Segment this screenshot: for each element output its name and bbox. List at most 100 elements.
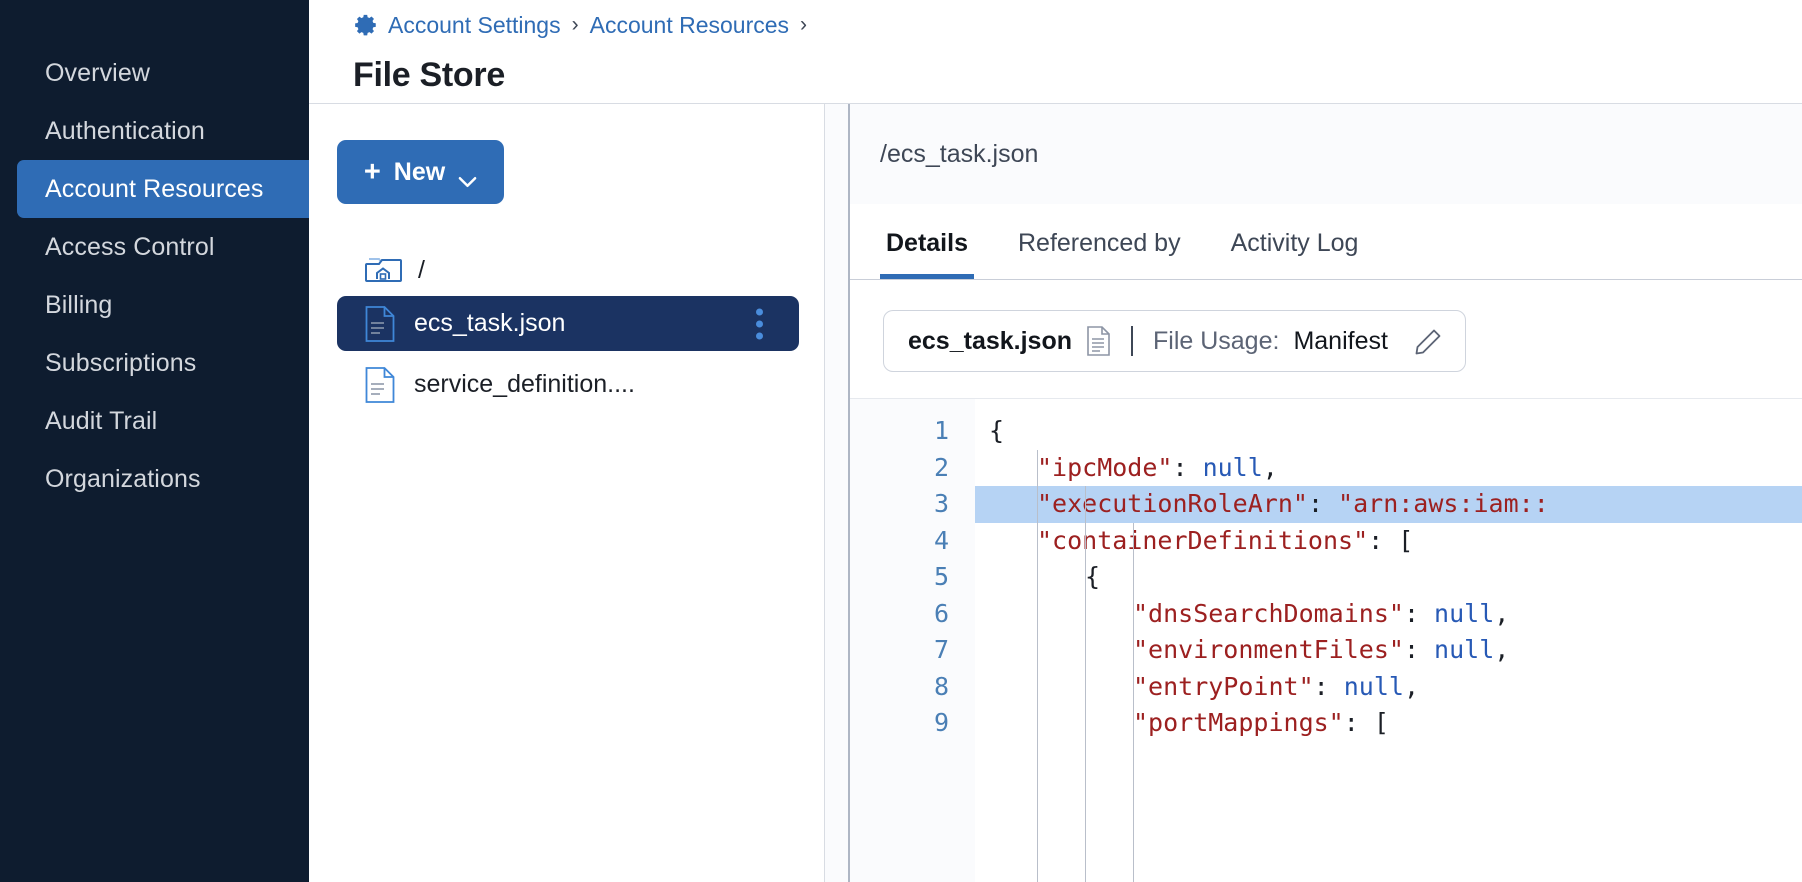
sidebar-item-account-resources[interactable]: Account Resources bbox=[17, 160, 309, 218]
code-line[interactable]: { bbox=[975, 559, 1802, 596]
document-icon bbox=[1086, 326, 1111, 356]
code-token: : bbox=[1172, 452, 1203, 482]
code-token: null bbox=[1434, 635, 1495, 664]
breadcrumb-link-0[interactable]: Account Settings bbox=[388, 11, 561, 38]
file-usage-wrap: ecs_task.json File Usage: Manifest bbox=[850, 280, 1802, 372]
tree-root-folder[interactable]: / bbox=[337, 250, 824, 290]
line-number: 8 bbox=[933, 671, 949, 701]
code-line[interactable]: { bbox=[975, 413, 1802, 450]
usage-divider bbox=[1131, 326, 1133, 356]
code-line[interactable]: "containerDefinitions": [ bbox=[975, 523, 1802, 560]
sidebar-item-authentication[interactable]: Authentication bbox=[0, 102, 309, 160]
file-json-icon bbox=[365, 305, 395, 342]
code-line[interactable]: "portMappings": [ bbox=[975, 705, 1802, 742]
code-line[interactable]: "entryPoint": null, bbox=[975, 669, 1802, 706]
code-token: : [ bbox=[1343, 708, 1389, 737]
code-token: "environmentFiles" bbox=[1133, 635, 1404, 664]
code-token: null bbox=[1202, 452, 1263, 482]
code-token: { bbox=[1085, 562, 1101, 591]
sidebar-item-label: Subscriptions bbox=[45, 348, 197, 377]
code-token: : bbox=[1403, 598, 1435, 628]
page-header: Account Settings › Account Resources › File… bbox=[309, 0, 1802, 104]
pencil-icon[interactable] bbox=[1414, 327, 1443, 356]
code-content[interactable]: {"ipcMode": null,"executionRoleArn": "ar… bbox=[975, 399, 1802, 882]
breadcrumb-link-1[interactable]: Account Resources bbox=[589, 11, 790, 38]
line-number: 7 bbox=[933, 635, 949, 664]
line-number: 2 bbox=[933, 452, 949, 482]
tab-activity-log[interactable]: Activity Log bbox=[1230, 229, 1359, 257]
code-token: "containerDefinitions" bbox=[1037, 525, 1369, 555]
gear-icon bbox=[353, 12, 379, 38]
file-row-list: ecs_task.json service_definition.... bbox=[337, 296, 824, 412]
sidebar-item-access-control[interactable]: Access Control bbox=[0, 218, 309, 276]
line-number: 9 bbox=[933, 708, 949, 737]
file-row[interactable]: service_definition.... bbox=[337, 357, 824, 412]
file-tree: / ecs_task.json service_definition.... bbox=[337, 250, 824, 412]
sidebar-item-label: Overview bbox=[45, 58, 150, 87]
tab-referenced-by[interactable]: Referenced by bbox=[1017, 229, 1181, 257]
code-token: : bbox=[1313, 671, 1344, 701]
code-token: "executionRoleArn" bbox=[1037, 489, 1308, 518]
code-token: : bbox=[1307, 489, 1339, 518]
code-token: { bbox=[989, 416, 1005, 445]
sidebar-item-subscriptions[interactable]: Subscriptions bbox=[0, 334, 309, 392]
code-token: , bbox=[1494, 635, 1510, 664]
sidebar-item-label: Account Resources bbox=[45, 174, 264, 203]
tree-root-label: / bbox=[418, 255, 425, 284]
sidebar-item-billing[interactable]: Billing bbox=[0, 276, 309, 334]
indent-guide bbox=[1085, 486, 1086, 882]
code-token: "ipcMode" bbox=[1037, 452, 1173, 482]
code-token: : [ bbox=[1368, 525, 1414, 555]
line-number: 1 bbox=[933, 416, 949, 445]
content-split: + New bbox=[309, 104, 1802, 882]
code-token: , bbox=[1403, 671, 1420, 701]
sidebar-item-label: Authentication bbox=[45, 116, 205, 145]
file-row[interactable]: ecs_task.json bbox=[337, 296, 799, 351]
sidebar-item-label: Access Control bbox=[45, 232, 215, 261]
code-line[interactable]: "environmentFiles": null, bbox=[975, 632, 1802, 669]
file-usage-chip: ecs_task.json File Usage: Manifest bbox=[883, 310, 1466, 372]
file-path-bar: /ecs_task.json bbox=[850, 104, 1802, 204]
new-button[interactable]: + New bbox=[337, 140, 504, 204]
main-region: Account Settings › Account Resources › File… bbox=[309, 0, 1802, 882]
code-token: "arn:aws:iam:: bbox=[1338, 489, 1549, 518]
code-token: "portMappings" bbox=[1133, 708, 1344, 737]
chevron-down-icon bbox=[458, 166, 477, 188]
code-line[interactable]: "executionRoleArn": "arn:aws:iam:: bbox=[975, 486, 1802, 523]
sidebar-item-overview[interactable]: Overview bbox=[0, 44, 309, 102]
kebab-menu-icon[interactable] bbox=[756, 308, 763, 339]
plus-icon: + bbox=[363, 155, 381, 188]
tab-details[interactable]: Details bbox=[880, 229, 974, 279]
code-line[interactable]: "ipcMode": null, bbox=[975, 450, 1802, 487]
indent-guide bbox=[1133, 522, 1134, 882]
file-json-icon bbox=[365, 366, 395, 403]
breadcrumb-separator: › bbox=[800, 13, 808, 36]
page-title: File Store bbox=[353, 56, 505, 94]
code-token: "dnsSearchDomains" bbox=[1133, 598, 1404, 628]
sidebar-item-label: Billing bbox=[45, 290, 113, 319]
code-token: , bbox=[1262, 452, 1278, 482]
code-line[interactable]: "dnsSearchDomains": null, bbox=[975, 596, 1802, 633]
sidebar-item-audit-trail[interactable]: Audit Trail bbox=[0, 392, 309, 450]
sidebar-item-label: Organizations bbox=[45, 464, 201, 493]
sidebar-item-organizations[interactable]: Organizations bbox=[0, 450, 309, 508]
new-button-label: New bbox=[393, 157, 446, 186]
code-token: , bbox=[1494, 598, 1510, 628]
file-detail-panel: /ecs_task.json Details Referenced by Activ… bbox=[850, 104, 1802, 882]
folder-home-icon bbox=[365, 254, 405, 286]
indent-guide bbox=[1037, 449, 1038, 882]
code-token: null bbox=[1343, 671, 1404, 701]
file-row-label: ecs_task.json bbox=[414, 309, 566, 337]
code-token: : bbox=[1403, 635, 1435, 664]
code-token: null bbox=[1434, 598, 1495, 628]
breadcrumb: Account Settings › Account Resources › bbox=[353, 8, 1802, 42]
detail-tabs: Details Referenced by Activity Log bbox=[850, 204, 1802, 280]
file-usage-value: Manifest bbox=[1293, 326, 1388, 355]
breadcrumb-separator: › bbox=[571, 13, 579, 36]
line-number: 4 bbox=[933, 525, 949, 555]
panel-splitter-handle[interactable] bbox=[824, 104, 850, 882]
